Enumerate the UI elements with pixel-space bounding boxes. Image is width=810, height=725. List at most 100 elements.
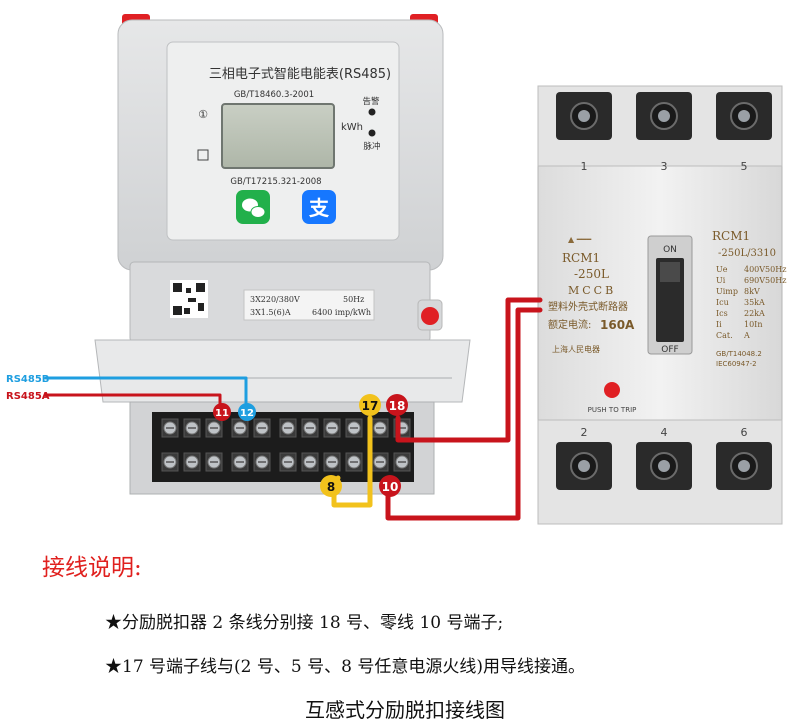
badge-18 [386, 394, 408, 416]
breaker-type: 塑料外壳式断路器 [548, 300, 628, 313]
badge-10-text: 10 [382, 480, 399, 494]
terminal-screw [183, 418, 201, 438]
terminal-screws [161, 418, 411, 472]
circuit-breaker: 1 3 5 2 4 6 ▲ ━━━ RCM1 -250L MCCB 塑料外壳式断… [537, 85, 786, 525]
notes-title: 接线说明: [42, 555, 142, 581]
terminal-screw [253, 452, 271, 472]
breaker-rated-label: 额定电流: [548, 318, 591, 331]
breaker-maker-logo: ▲ ━━━ [568, 235, 591, 244]
breaker-terminal-socket [636, 442, 692, 490]
wechat-bubble-2 [250, 206, 266, 218]
terminal-screw [371, 452, 389, 472]
pulse-led [368, 129, 376, 137]
terminal-cover [94, 339, 471, 403]
energy-meter: 三相电子式智能电能表(RS485) GB/T18460.3-2001 告警 kW… [94, 14, 471, 495]
terminal-screw [279, 418, 297, 438]
wires [44, 297, 543, 521]
terminal-screw [301, 418, 319, 438]
breaker-model-left-1: RCM1 [562, 251, 600, 265]
spec-key: Ue [716, 265, 728, 274]
spec-value: 690V50Hz [744, 276, 786, 285]
breaker-terminal-2: 2 [581, 426, 588, 439]
breaker-model-right-1: RCM1 [712, 229, 750, 243]
handle-grip [660, 262, 680, 282]
shunt-wire-10 [385, 307, 543, 521]
breaker-terminal-5: 5 [741, 160, 748, 173]
breaker-terminal-6: 6 [741, 426, 748, 439]
alipay-glyph: 支 [309, 196, 330, 220]
spec-value: 22kA [744, 309, 765, 318]
breaker-terminal-3: 3 [661, 160, 668, 173]
terminal-screw [371, 418, 389, 438]
badge-11-text: 11 [215, 408, 229, 419]
terminal-screw [161, 418, 179, 438]
key1-label: ① [198, 108, 208, 121]
rs485b-label: RS485B [6, 374, 49, 385]
spec-value: 400V50Hz [744, 265, 786, 274]
breaker-terminal-4: 4 [661, 426, 668, 439]
breaker-terminal-socket [716, 442, 772, 490]
breaker-terminal-socket [716, 92, 772, 140]
rs485b-wire [44, 376, 248, 414]
alipay-icon [302, 190, 336, 224]
terminal-badges: 11 12 17 18 8 10 [213, 394, 408, 497]
spec-key: Ii [716, 320, 722, 329]
breaker-model-left-2: -250L [574, 267, 609, 281]
terminal-screw [231, 418, 249, 438]
spec-key: Icu [716, 298, 729, 307]
spec-key: Ics [716, 309, 728, 318]
spec-value: A [743, 331, 750, 340]
terminal-screw [345, 452, 363, 472]
note-item-1: ★分励脱扣器 2 条线分别接 18 号、零线 10 号端子; [105, 613, 504, 633]
terminal-screw [279, 452, 297, 472]
badge-18-text: 18 [389, 399, 406, 413]
terminal-screw [345, 418, 363, 438]
breaker-terminal-socket [556, 92, 612, 140]
qr-pattern [173, 283, 205, 315]
terminal-screw [231, 452, 249, 472]
figure-caption: 互感式分励脱扣接线图 [305, 698, 505, 722]
terminal-screw [205, 452, 223, 472]
on-label: ON [663, 245, 677, 255]
terminal-screw [323, 418, 341, 438]
note-item-2: ★17 号端子线与(2 号、5 号、8 号任意电源火线)用导线接通。 [105, 657, 585, 677]
terminal-screw [205, 418, 223, 438]
alarm-label: 告警 [362, 96, 380, 107]
rating-freq: 50Hz [343, 295, 364, 304]
wiring-diagram: 三相电子式智能电能表(RS485) GB/T18460.3-2001 告警 kW… [6, 14, 786, 525]
rs485a-label: RS485A [6, 391, 50, 402]
spec-value: 10In [744, 320, 763, 329]
spec-key: Ui [716, 276, 726, 285]
badge-8 [320, 475, 342, 497]
push-to-trip-button[interactable] [604, 382, 620, 398]
pulse-label: 脉冲 [363, 141, 380, 152]
spec-key: Cat. [716, 331, 733, 340]
badge-12 [238, 403, 256, 421]
badge-11 [213, 403, 231, 421]
alarm-led [368, 108, 376, 116]
seal-knob [421, 307, 439, 325]
breaker-rated-value: 160A [600, 318, 635, 332]
rating-voltage: 3X220/380V [250, 295, 300, 304]
breaker-terminals [556, 92, 772, 490]
terminal-screw [253, 418, 271, 438]
terminal-screw [393, 452, 411, 472]
breaker-model-right-2: -250L/3310 [718, 248, 776, 259]
badge-8-text: 8 [327, 480, 335, 494]
breaker-terminal-1: 1 [581, 160, 588, 173]
spec-value: 35kA [744, 298, 765, 307]
spec-value: 8kV [744, 287, 760, 296]
meter-standard-top: GB/T18460.3-2001 [234, 90, 314, 100]
push-to-trip-label: PUSH TO TRIP [588, 406, 637, 414]
key2-icon [197, 149, 209, 161]
breaker-mccb: MCCB [568, 284, 616, 297]
badge-10 [379, 475, 401, 497]
terminal-screw [323, 452, 341, 472]
breaker-cert-2: IEC60947-2 [716, 360, 757, 368]
rating-plate [243, 289, 375, 321]
breaker-maker: 上海人民电器 [552, 344, 600, 354]
breaker-cert-1: GB/T14048.2 [716, 350, 762, 358]
badge-17-text: 17 [362, 399, 379, 413]
meter-standard-bottom: GB/T17215.321-2008 [230, 177, 321, 187]
